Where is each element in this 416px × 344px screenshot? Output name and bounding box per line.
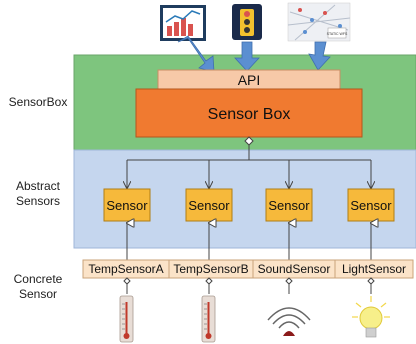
abstract-sensor-label: Sensor	[188, 198, 230, 213]
sound-waves-icon	[267, 307, 311, 336]
sensorbox-layer-label: SensorBox	[9, 95, 68, 109]
abstract-sensor-2: Sensor	[185, 188, 233, 222]
abstract-sensor-4: Sensor	[347, 188, 395, 222]
map-tag-text: STATIC WFS	[327, 32, 348, 36]
concrete-sensor-label-2: TempSensorB	[173, 262, 248, 276]
abstract-sensor-1: Sensor	[103, 188, 151, 222]
city-map-icon: STATIC WFS	[287, 2, 351, 42]
api-label: API	[238, 72, 261, 88]
block-arrow-right	[308, 41, 331, 71]
abstract-layer-label-line2: Sensors	[16, 194, 60, 208]
abstract-sensor-label: Sensor	[350, 198, 392, 213]
concrete-sensor-label-3: SoundSensor	[258, 262, 331, 276]
abstract-sensor-3: Sensor	[265, 188, 313, 222]
chart-dashboard-icon	[160, 5, 206, 41]
abstract-sensor-label: Sensor	[268, 198, 310, 213]
sensor-box	[135, 88, 363, 138]
light-bulb-icon	[352, 296, 390, 338]
block-arrow-middle	[234, 41, 260, 72]
concrete-layer-label-line1: Concrete	[14, 272, 63, 286]
thermometer-icon	[201, 295, 216, 343]
concrete-layer-label-line2: Sensor	[19, 287, 57, 301]
sensor-box-label: Sensor Box	[208, 106, 291, 123]
concrete-sensor-box-4	[334, 259, 414, 279]
abstract-sensor-label: Sensor	[106, 198, 148, 213]
abstract-layer-label-line1: Abstract	[16, 179, 61, 193]
traffic-light-icon	[232, 4, 262, 40]
thermometer-icon	[119, 295, 134, 343]
concrete-sensor-label-4: LightSensor	[342, 262, 406, 276]
concrete-sensor-label-1: TempSensorA	[88, 262, 163, 276]
